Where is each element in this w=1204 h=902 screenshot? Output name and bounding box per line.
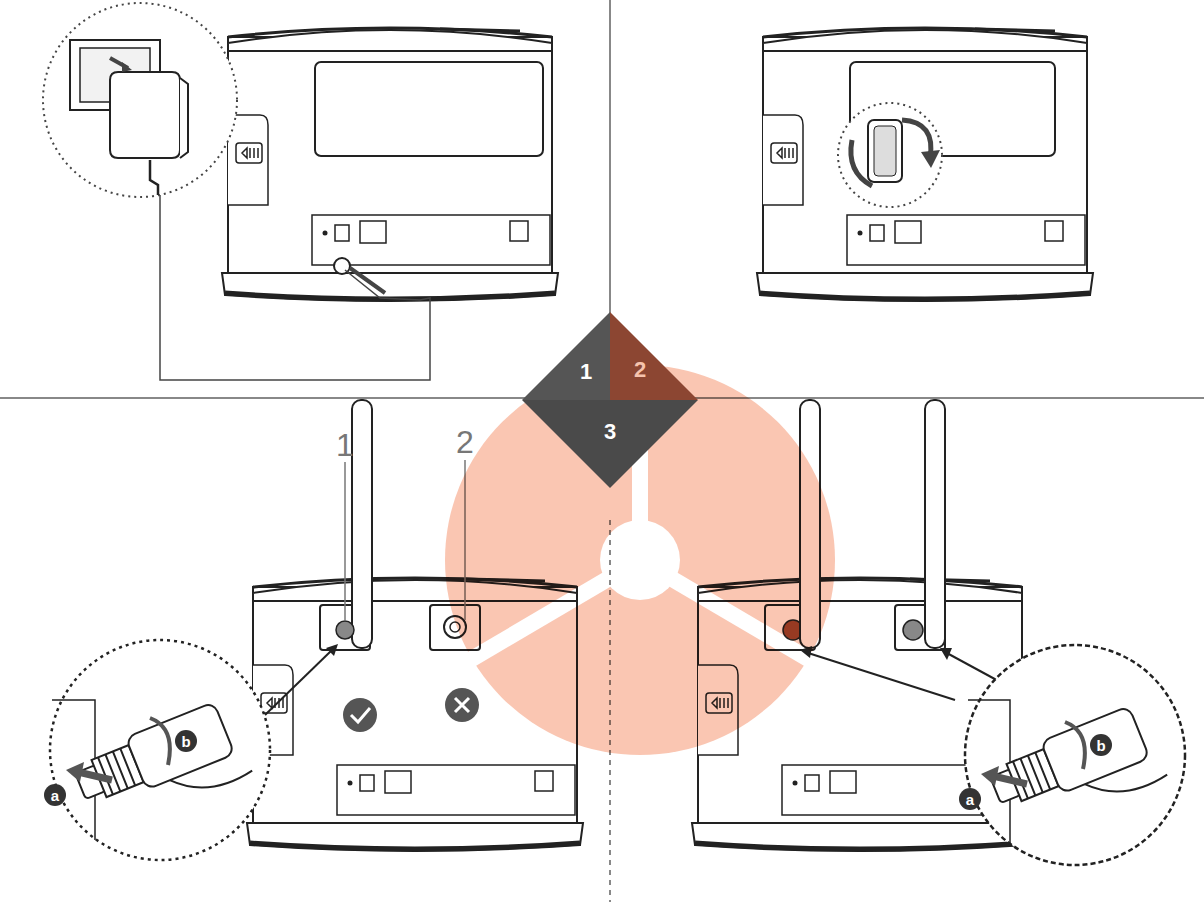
illustration-rect [874,126,896,176]
illustration-path [921,150,940,168]
illustration-path [122,62,132,72]
illustration-use [757,28,1093,301]
port-number: 1 [336,429,354,461]
node-shape [522,312,610,400]
node-outline [1090,734,1112,756]
callout-letter-text: a [966,792,974,807]
illustration-rect [925,400,945,648]
callout-letter: b [1090,734,1112,756]
illustration-path [981,766,999,786]
illustration-line [265,650,332,715]
step-number: 2 [610,312,698,400]
illustration-path [445,365,835,755]
illustration-path [851,140,872,186]
node-outline [175,730,197,752]
port-number: 2 [456,426,474,458]
illustration-g [445,360,835,755]
illustration-circle [965,645,1185,865]
illustration-circle [445,688,479,722]
callout-letter: a [959,788,981,810]
illustration-line [344,462,346,620]
node-outline [959,788,981,810]
illustration-rect [352,400,372,648]
callout-letter-text: b [1096,738,1105,753]
illustration-path [98,748,135,794]
illustration-path [170,750,253,803]
illustration-path [160,195,430,380]
illustration-rect [1041,706,1150,794]
illustration-circle [838,103,942,207]
illustration-path [326,644,338,656]
illustration-path [78,772,112,780]
callout-letter-text: a [51,788,59,803]
step-number: 1 [522,312,610,400]
illustration-path [351,708,370,722]
step-number-text: 1 [580,361,592,383]
illustration-path [180,78,188,158]
node-shape [522,400,698,488]
illustration-path [940,648,952,660]
illustration-rect [315,62,543,156]
illustration-g [985,702,1168,838]
illustration-path [1013,752,1050,798]
callout-letter-text: b [181,734,190,749]
illustration-g [70,698,253,834]
callout-letter: a [44,784,66,806]
illustration-circle [903,620,923,640]
illustration-circle [336,621,354,639]
node-outline [44,784,66,806]
illustration-rect [126,702,235,790]
node-outline [522,312,610,400]
illustration-path [350,268,385,293]
illustration-path [1085,754,1168,807]
step-number-text: 3 [604,421,616,443]
callout-letter: b [175,730,197,752]
node-outline [610,312,698,400]
illustration-path [1065,722,1085,769]
illustration-rect [868,120,902,182]
illustration-path [150,160,158,195]
step-number: 3 [522,400,698,488]
illustration-path [150,718,170,765]
illustration-circle [600,520,680,600]
illustration-circle [50,640,270,860]
step-number-text: 2 [634,359,646,381]
node-shape [610,312,698,400]
illustration-line [805,652,955,700]
illustration-circle [343,698,377,732]
illustration-path [993,776,1027,784]
node-outline [522,400,698,488]
illustration-path [455,698,469,712]
illustration-path [66,762,84,782]
illustration-circle [43,3,237,197]
illustration-use [222,28,558,301]
illustration-path [110,72,180,158]
